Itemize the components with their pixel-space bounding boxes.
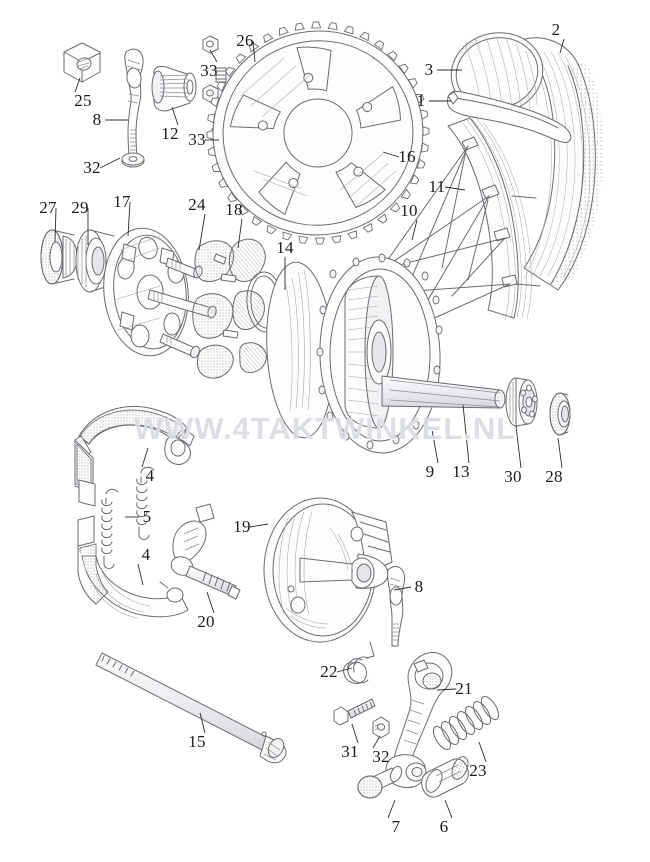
leader-28 <box>557 437 563 469</box>
part-25-axle-nut <box>63 42 101 83</box>
leader-31 <box>351 723 359 744</box>
callout-27: 27 <box>39 198 57 217</box>
leader-24 <box>198 213 206 251</box>
callout-31: 31 <box>341 742 359 761</box>
callout-18: 18 <box>225 200 243 219</box>
callout-11: 11 <box>428 177 446 196</box>
callout-14: 14 <box>276 238 294 257</box>
leader-33 <box>209 49 218 63</box>
part-4-brake-shoe-lower <box>77 515 189 619</box>
callout-4: 4 <box>141 545 151 564</box>
callout-8: 8 <box>414 577 424 596</box>
part-29-wheel-bearing <box>75 229 115 293</box>
callout-28: 28 <box>545 467 563 486</box>
leader-4 <box>137 563 144 586</box>
leader-4 <box>141 447 149 468</box>
part-32-hex-nut-bottom <box>372 716 390 739</box>
leader-9 <box>431 429 439 464</box>
leader-2 <box>559 38 565 54</box>
part-8-brake-arm-top <box>124 48 144 160</box>
leader-13 <box>462 404 470 464</box>
callout-32: 32 <box>372 747 390 766</box>
leader-18 <box>237 218 243 249</box>
part-13-wheel-axle-shaft <box>381 375 506 409</box>
part-33-nut-a <box>202 35 219 54</box>
callout-7: 7 <box>391 817 401 836</box>
leader-7 <box>387 799 396 819</box>
part-17-sprocket-carrier-flange <box>103 227 189 357</box>
callout-21: 21 <box>455 679 473 698</box>
leader-10 <box>411 219 418 241</box>
leader-27 <box>54 207 57 243</box>
wheel-rim-arc <box>447 117 532 321</box>
callout-5: 5 <box>142 507 152 526</box>
leader-25 <box>74 77 81 93</box>
leader-22 <box>336 667 353 673</box>
callout-30: 30 <box>504 467 522 486</box>
part-9-rear-hub <box>266 253 443 454</box>
callout-16: 16 <box>398 147 416 166</box>
part-15-long-axle-bolt <box>95 652 287 764</box>
callout-33: 33 <box>200 61 218 80</box>
callout-leader-lines <box>54 38 565 819</box>
callout-1: 1 <box>416 91 426 110</box>
part-31-flange-bolt <box>333 698 376 726</box>
part-8-brake-arm-bottom <box>386 566 406 647</box>
part-12-hub-spacer <box>151 65 197 112</box>
leader-32 <box>99 157 121 169</box>
part-20-brake-camshaft <box>170 503 241 600</box>
leader-26 <box>252 40 256 63</box>
part-6-pedal-rubber <box>421 756 469 798</box>
part-27-dust-seal-cap <box>40 229 78 285</box>
part-16-rear-sprocket <box>206 21 430 245</box>
callout-2: 2 <box>551 20 561 39</box>
leader-16 <box>382 151 400 158</box>
leader-30 <box>515 425 522 469</box>
leader-12 <box>171 106 179 126</box>
callout-25: 25 <box>74 91 92 110</box>
callout-26: 26 <box>236 31 254 50</box>
part-19-brake-backing-plate <box>263 497 393 643</box>
callout-17: 17 <box>113 192 131 211</box>
callout-23: 23 <box>469 761 487 780</box>
part-28-bearing-cap <box>549 392 571 436</box>
callout-20: 20 <box>197 612 215 631</box>
part-32-washer-top <box>121 152 145 168</box>
part-4-brake-shoe-upper <box>74 406 195 507</box>
part-7-pedal-pivot-bolt <box>357 765 403 799</box>
callout-19: 19 <box>233 517 251 536</box>
callout-15: 15 <box>188 732 206 751</box>
leader-17 <box>127 201 131 237</box>
callout-9: 9 <box>425 462 435 481</box>
callout-33: 33 <box>188 130 206 149</box>
part-18-rubber-dampers <box>192 238 267 379</box>
part-2-tyre <box>515 37 604 291</box>
part-5-brake-shoe-springs <box>101 466 155 569</box>
leader-23 <box>478 741 487 763</box>
callout-32: 32 <box>83 158 101 177</box>
callout-10: 10 <box>400 201 418 220</box>
callout-8: 8 <box>92 110 102 129</box>
part-23-pedal-return-spring <box>432 696 500 750</box>
part-1-rim-strip <box>447 90 572 143</box>
callout-13: 13 <box>452 462 470 481</box>
leader-8 <box>393 586 412 591</box>
leader-11 <box>444 186 466 191</box>
callout-6: 6 <box>439 817 449 836</box>
leader-20 <box>206 591 215 614</box>
leader-6 <box>444 799 453 819</box>
callout-3: 3 <box>424 60 434 79</box>
callout-29: 29 <box>71 198 89 217</box>
leader-19 <box>249 523 269 528</box>
callout-24: 24 <box>188 195 206 214</box>
leader-32 <box>372 735 381 749</box>
part-30-wheel-bearing-right <box>505 377 538 427</box>
part-22-return-spring-small <box>343 641 375 685</box>
callout-12: 12 <box>161 124 179 143</box>
leader-21 <box>436 688 457 691</box>
callout-22: 22 <box>320 662 338 681</box>
leader-15 <box>199 712 206 734</box>
callout-4: 4 <box>145 466 155 485</box>
